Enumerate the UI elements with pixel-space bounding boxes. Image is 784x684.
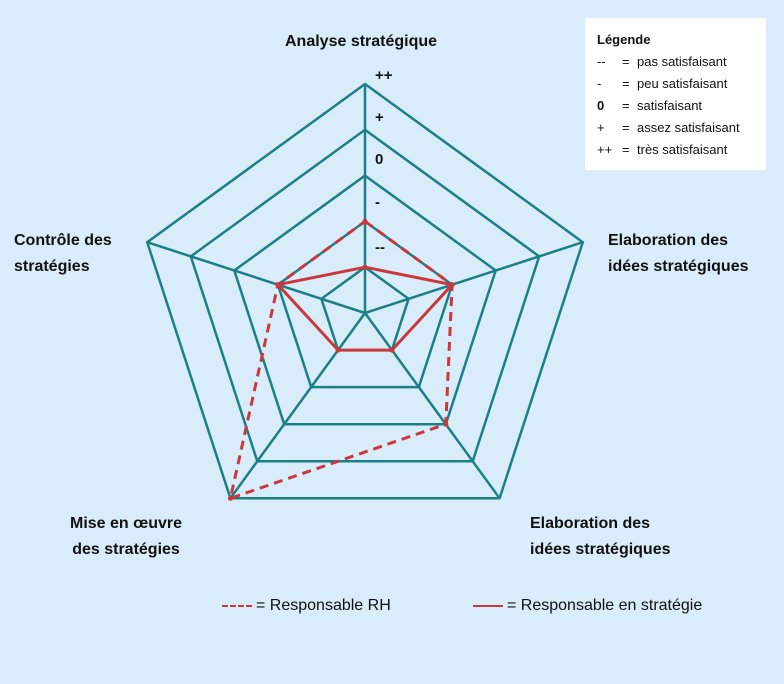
series-point	[335, 347, 341, 353]
axis-label-line: stratégies	[14, 258, 90, 275]
legend-symbol: --	[597, 54, 606, 69]
axis-label-line: idées stratégiques	[608, 258, 749, 275]
legend-equals: =	[622, 120, 630, 135]
series-line-responsable-rh	[228, 219, 454, 500]
radar-series	[227, 218, 455, 501]
series-point	[275, 282, 281, 288]
axis-label-elaboration-1: Elaboration des idées stratégiques	[608, 228, 749, 280]
level-label-very-good: ++	[375, 67, 393, 84]
legend-description: pas satisfaisant	[637, 54, 727, 69]
axis-label-line: des stratégies	[72, 541, 180, 558]
legend-symbol: 0	[597, 98, 605, 113]
series-key-strategie: = Responsable en stratégie	[473, 597, 702, 615]
axis-label-elaboration-2: Elaboration des idées stratégiques	[530, 511, 671, 563]
legend-symbol: +	[597, 120, 605, 135]
series-point	[443, 421, 449, 427]
axis-label-line: Contrôle des	[14, 232, 112, 249]
legend-description: très satisfaisant	[637, 142, 728, 157]
series-key-label: = Responsable en stratégie	[507, 597, 703, 614]
level-label-very-bad: --	[375, 239, 385, 256]
series-key-label: = Responsable RH	[256, 597, 391, 614]
series-point	[449, 282, 455, 288]
axis-label-analyse: Analyse stratégique	[285, 33, 438, 50]
legend-title: Légende	[597, 32, 651, 47]
legend: Légende -- = pas satisfaisant - = peu sa…	[585, 18, 766, 170]
grid-ring-++	[145, 82, 585, 500]
radar-grid	[145, 82, 585, 500]
grid-spoke	[146, 241, 366, 315]
legend-equals: =	[622, 142, 630, 157]
axis-label-line: idées stratégiques	[530, 541, 671, 558]
axis-label-controle: Contrôle des stratégies	[14, 228, 112, 280]
grid-ring-+	[189, 128, 541, 463]
legend-equals: =	[622, 54, 630, 69]
legend-symbol: ++	[597, 142, 613, 157]
grid-spoke	[364, 241, 584, 315]
series-point	[227, 495, 233, 501]
legend-equals: =	[622, 76, 630, 91]
series-point	[389, 347, 395, 353]
legend-equals: =	[622, 98, 630, 113]
legend-description: satisfaisant	[637, 98, 703, 113]
series-key-rh: = Responsable RH	[222, 597, 391, 615]
axis-label-line: Elaboration des	[608, 232, 729, 249]
grid-ring-0	[232, 174, 498, 426]
grid-spoke	[229, 312, 367, 500]
axis-label-mise-en-oeuvre: Mise en œuvre des stratégies	[70, 511, 182, 563]
level-label-neutral: 0	[375, 151, 384, 168]
level-label-good: +	[375, 109, 384, 126]
legend-description: peu satisfaisant	[637, 76, 728, 91]
legend-symbol: -	[597, 76, 602, 91]
dashed-line-swatch	[222, 605, 252, 607]
axis-label-line: Elaboration des	[530, 515, 651, 532]
solid-line-swatch	[473, 605, 503, 607]
axis-label-line: Mise en œuvre	[70, 515, 183, 532]
series-point	[362, 218, 368, 224]
series-line-responsable-strategie	[276, 265, 454, 352]
level-label-bad: -	[375, 194, 380, 211]
series-point	[362, 264, 368, 270]
legend-description: assez satisfaisant	[637, 120, 740, 135]
grid-spoke	[363, 312, 501, 500]
